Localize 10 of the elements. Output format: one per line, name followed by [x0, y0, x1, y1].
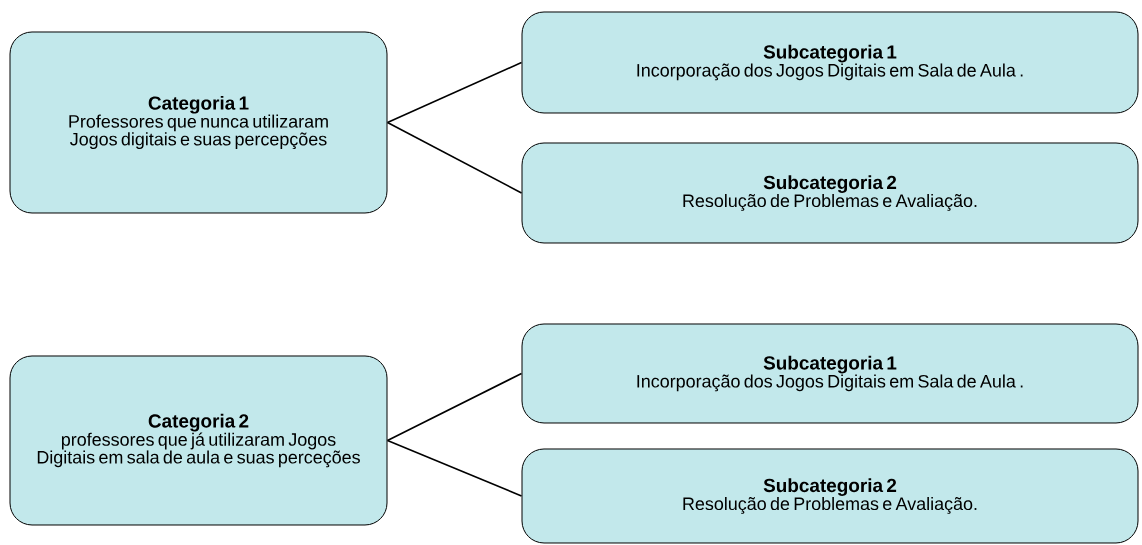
connector-line [386, 439, 523, 497]
subcategory-box: Subcategoria 2 Resolução de Problemas e Avaliação. [521, 448, 1139, 544]
connector-line [386, 121, 523, 194]
subcategory-box: Subcategoria 1 Incorporação dos Jogos Digitais em Sala de Aula . [521, 323, 1139, 424]
category-box: Categoria 2 professores que já utilizaram Jogos Digitais em sala de aula e suas perceções [9, 355, 388, 526]
connector-line [386, 61, 523, 124]
connector-line [386, 372, 523, 442]
subcategory-box: Subcategoria 1 Incorporação dos Jogos Digitais em Sala de Aula . [521, 11, 1139, 114]
category-box: Categoria 1 Professores que nunca utilizaram Jogos digitais e suas percepções [9, 31, 388, 214]
subcategory-box: Subcategoria 2 Resolução de Problemas e Avaliação. [521, 142, 1139, 244]
